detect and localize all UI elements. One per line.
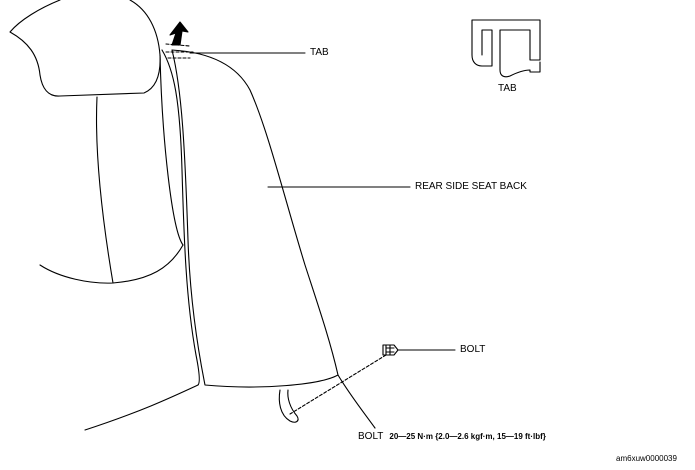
floor-edge xyxy=(337,374,376,429)
removal-arrow-icon xyxy=(169,21,189,46)
figure-code: am6xuw0000039 xyxy=(616,454,677,463)
tab-inset-label: TAB xyxy=(498,83,517,94)
seat-back-label: REAR SIDE SEAT BACK xyxy=(415,181,527,192)
tab-callout-label: TAB xyxy=(310,47,329,58)
bolt-callout-label: BOLT xyxy=(460,344,486,355)
side-cushion-inner xyxy=(161,49,200,386)
bolt-spec-title: BOLT xyxy=(358,431,384,442)
rear-side-seat-back-outline xyxy=(171,49,339,388)
seat-cushion-curve xyxy=(39,244,184,284)
bolt-spec-value: 20—25 N·m {2.0—2.6 kgf·m, 15—19 ft·lbf} xyxy=(389,432,546,441)
headrest-outline xyxy=(9,0,161,97)
bolt-spec: BOLT 20—25 N·m {2.0—2.6 kgf·m, 15—19 ft·l… xyxy=(358,431,546,443)
tab-inset-profile xyxy=(471,19,541,78)
seat-back-left-edge xyxy=(95,96,114,284)
bolt-install-path xyxy=(289,354,387,415)
bolt-icon xyxy=(382,344,399,356)
seat-back-right-edge xyxy=(159,54,184,246)
seat-back-hook xyxy=(278,389,299,423)
lower-cushion-line xyxy=(84,384,199,431)
